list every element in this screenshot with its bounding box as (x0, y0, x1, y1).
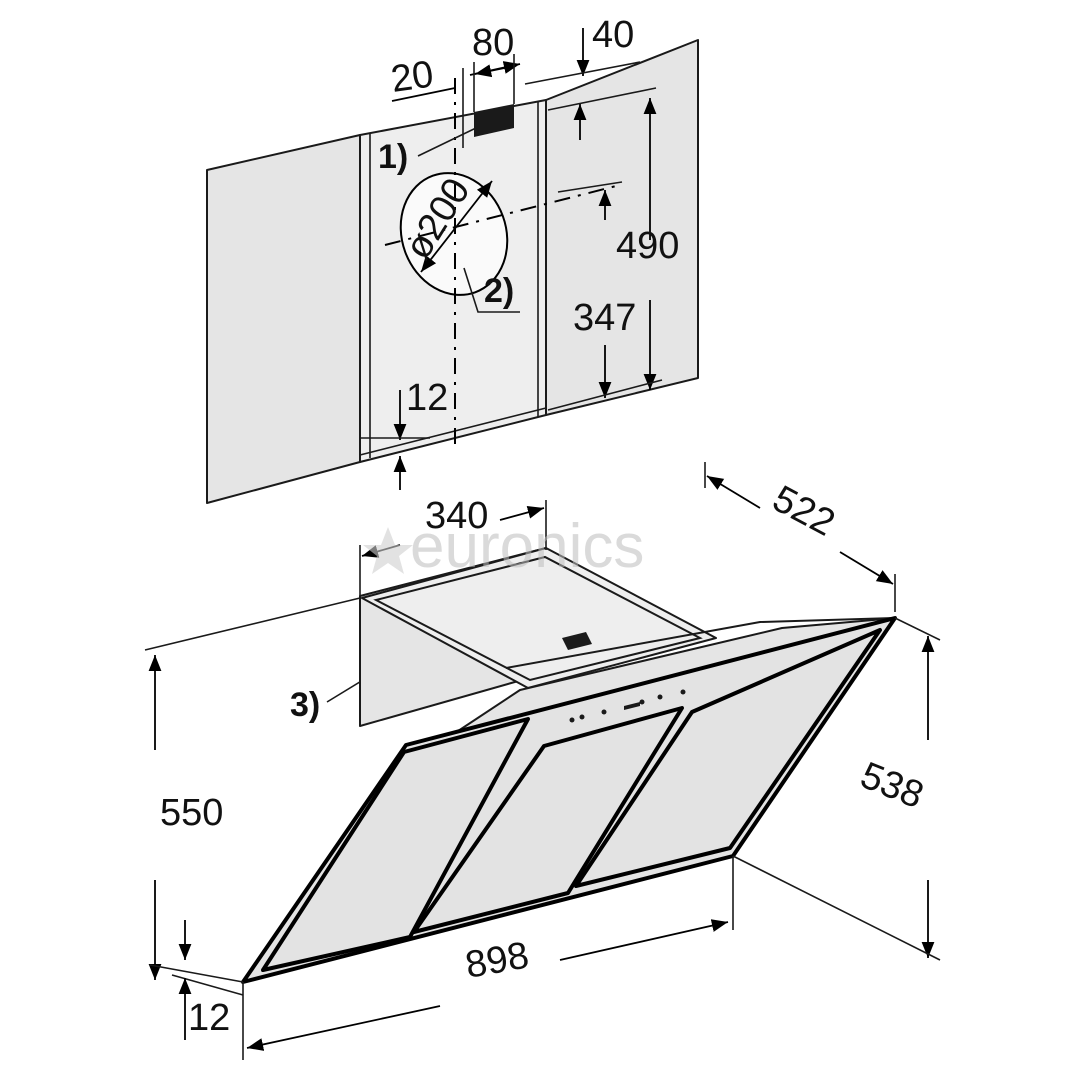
callout-3: 3) (290, 686, 320, 724)
cable-outlet (474, 104, 514, 137)
dim-hood-height-side: 538 (855, 754, 930, 817)
wall-plate (206, 39, 699, 504)
dim-hood-top-width: 340 (425, 495, 488, 537)
callout-2: 2) (484, 272, 514, 310)
dim-hood-depth: 522 (766, 478, 842, 545)
dim-hood-height-front: 550 (160, 792, 223, 834)
watermark-text: euronics (410, 512, 644, 581)
watermark-star-icon (363, 527, 413, 574)
top-dimension-lines (391, 28, 657, 148)
dim-bottom-gap: 12 (406, 377, 448, 419)
hood-dimension-lines (144, 462, 941, 1060)
dim-top-offset: 40 (592, 14, 634, 56)
diameter-arrow (420, 180, 493, 273)
dim-height-outlet: 490 (616, 225, 679, 267)
dim-duct-width: 80 (472, 22, 514, 64)
dim-height-center: 347 (573, 297, 636, 339)
bottom-gap-dimension (360, 390, 430, 490)
dim-glass-thickness: 12 (188, 997, 230, 1039)
glass-panel (241, 616, 897, 984)
callout-1: 1) (378, 138, 408, 176)
dim-hood-width: 898 (462, 934, 532, 986)
dim-duct-offset: 20 (388, 53, 436, 100)
right-dimension-lines (547, 98, 663, 411)
